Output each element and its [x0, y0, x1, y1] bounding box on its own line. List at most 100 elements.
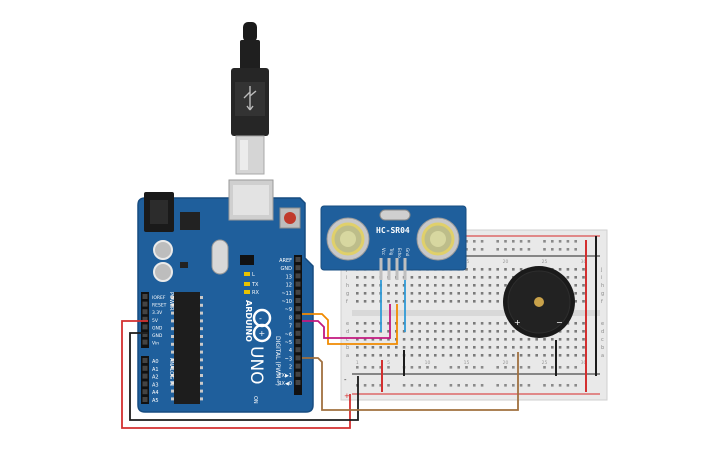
terminal-hole[interactable] [480, 300, 484, 303]
terminal-hole[interactable] [379, 346, 382, 349]
rail-hole[interactable] [418, 366, 421, 369]
rail-hole[interactable] [449, 366, 453, 369]
terminal-hole[interactable] [356, 346, 359, 349]
terminal-hole[interactable] [426, 346, 429, 349]
terminal-hole[interactable] [449, 276, 453, 279]
terminal-hole[interactable] [395, 354, 398, 357]
terminal-hole[interactable] [473, 330, 476, 333]
sensor-pin[interactable] [395, 258, 399, 280]
digital-pin-socket[interactable] [295, 347, 301, 353]
rail-hole[interactable] [551, 366, 554, 369]
reset-button[interactable] [284, 212, 296, 224]
terminal-hole[interactable] [574, 330, 577, 333]
rail-hole[interactable] [473, 384, 476, 387]
terminal-hole[interactable] [496, 330, 499, 333]
rail-hole[interactable] [387, 366, 390, 369]
terminal-hole[interactable] [371, 330, 375, 333]
terminal-hole[interactable] [441, 330, 445, 333]
terminal-hole[interactable] [519, 354, 523, 357]
terminal-hole[interactable] [504, 268, 507, 271]
terminal-hole[interactable] [543, 354, 546, 357]
digital-pin-socket[interactable] [295, 355, 301, 361]
rail-hole[interactable] [410, 384, 414, 387]
terminal-hole[interactable] [371, 338, 375, 341]
terminal-hole[interactable] [371, 322, 375, 325]
digital-pin-socket[interactable] [295, 330, 301, 336]
terminal-hole[interactable] [473, 292, 476, 295]
terminal-hole[interactable] [582, 268, 585, 271]
terminal-hole[interactable] [441, 354, 445, 357]
rail-hole[interactable] [363, 366, 367, 369]
terminal-hole[interactable] [410, 276, 414, 279]
terminal-hole[interactable] [488, 276, 492, 279]
power-pin-socket[interactable] [142, 324, 148, 330]
terminal-hole[interactable] [543, 338, 546, 341]
rail-hole[interactable] [574, 248, 577, 251]
terminal-hole[interactable] [449, 284, 453, 287]
terminal-hole[interactable] [434, 300, 437, 303]
terminal-hole[interactable] [363, 292, 367, 295]
terminal-hole[interactable] [574, 300, 577, 303]
terminal-hole[interactable] [574, 276, 577, 279]
terminal-hole[interactable] [496, 338, 499, 341]
terminal-hole[interactable] [426, 284, 429, 287]
rail-hole[interactable] [465, 384, 468, 387]
rail-hole[interactable] [519, 240, 523, 243]
terminal-hole[interactable] [496, 346, 499, 349]
terminal-hole[interactable] [402, 330, 406, 333]
rail-hole[interactable] [512, 240, 515, 243]
rail-hole[interactable] [473, 240, 476, 243]
terminal-hole[interactable] [434, 284, 437, 287]
terminal-hole[interactable] [465, 354, 468, 357]
rail-hole[interactable] [574, 366, 577, 369]
terminal-hole[interactable] [465, 338, 468, 341]
terminal-hole[interactable] [395, 284, 398, 287]
terminal-hole[interactable] [356, 300, 359, 303]
terminal-hole[interactable] [512, 330, 515, 333]
terminal-hole[interactable] [363, 284, 367, 287]
terminal-hole[interactable] [558, 338, 562, 341]
rail-hole[interactable] [543, 384, 546, 387]
digital-pin-socket[interactable] [295, 322, 301, 328]
terminal-hole[interactable] [488, 284, 492, 287]
terminal-hole[interactable] [356, 276, 359, 279]
terminal-hole[interactable] [449, 322, 453, 325]
terminal-hole[interactable] [504, 346, 507, 349]
analog-pin-socket[interactable] [142, 397, 148, 402]
rail-hole[interactable] [504, 240, 507, 243]
analog-pin-socket[interactable] [142, 373, 148, 379]
terminal-hole[interactable] [496, 268, 499, 271]
terminal-hole[interactable] [434, 346, 437, 349]
terminal-hole[interactable] [582, 346, 585, 349]
rail-hole[interactable] [410, 366, 414, 369]
rail-hole[interactable] [402, 384, 406, 387]
rail-hole[interactable] [426, 366, 429, 369]
rail-hole[interactable] [371, 384, 375, 387]
terminal-hole[interactable] [402, 300, 406, 303]
rail-hole[interactable] [504, 366, 507, 369]
terminal-hole[interactable] [519, 346, 523, 349]
terminal-hole[interactable] [465, 346, 468, 349]
rail-hole[interactable] [512, 384, 515, 387]
power-pin-socket[interactable] [142, 309, 148, 315]
rail-hole[interactable] [566, 240, 570, 243]
terminal-hole[interactable] [418, 292, 421, 295]
terminal-hole[interactable] [418, 322, 421, 325]
terminal-hole[interactable] [363, 346, 367, 349]
terminal-hole[interactable] [480, 346, 484, 349]
terminal-hole[interactable] [418, 330, 421, 333]
rail-hole[interactable] [480, 248, 484, 251]
terminal-hole[interactable] [426, 322, 429, 325]
terminal-hole[interactable] [566, 338, 570, 341]
terminal-hole[interactable] [441, 322, 445, 325]
rail-hole[interactable] [543, 248, 546, 251]
terminal-hole[interactable] [434, 330, 437, 333]
terminal-hole[interactable] [473, 276, 476, 279]
terminal-hole[interactable] [363, 354, 367, 357]
terminal-hole[interactable] [402, 322, 406, 325]
terminal-hole[interactable] [387, 322, 390, 325]
terminal-hole[interactable] [387, 354, 390, 357]
terminal-hole[interactable] [465, 268, 468, 271]
digital-pin-socket[interactable] [295, 265, 301, 271]
terminal-hole[interactable] [473, 354, 476, 357]
